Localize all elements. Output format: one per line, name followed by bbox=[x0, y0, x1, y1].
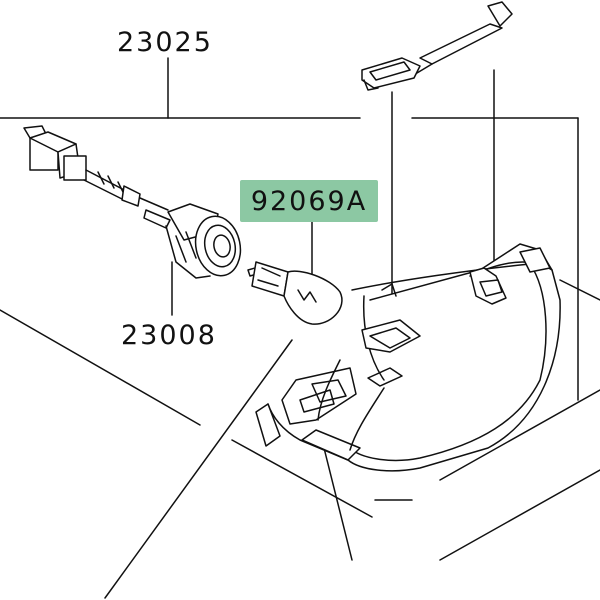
part-number-socket[interactable]: 23008 bbox=[121, 320, 217, 351]
bracket-icon bbox=[361, 1, 513, 91]
turn-signal-lens-icon bbox=[255, 243, 561, 472]
part-number-harness[interactable]: 23025 bbox=[117, 27, 213, 58]
part-number-bulb-highlighted[interactable]: 92069A bbox=[240, 180, 378, 222]
reference-lines bbox=[0, 117, 600, 561]
bulb-icon bbox=[247, 261, 343, 325]
connector-icon bbox=[23, 125, 171, 229]
socket-icon bbox=[165, 203, 242, 279]
